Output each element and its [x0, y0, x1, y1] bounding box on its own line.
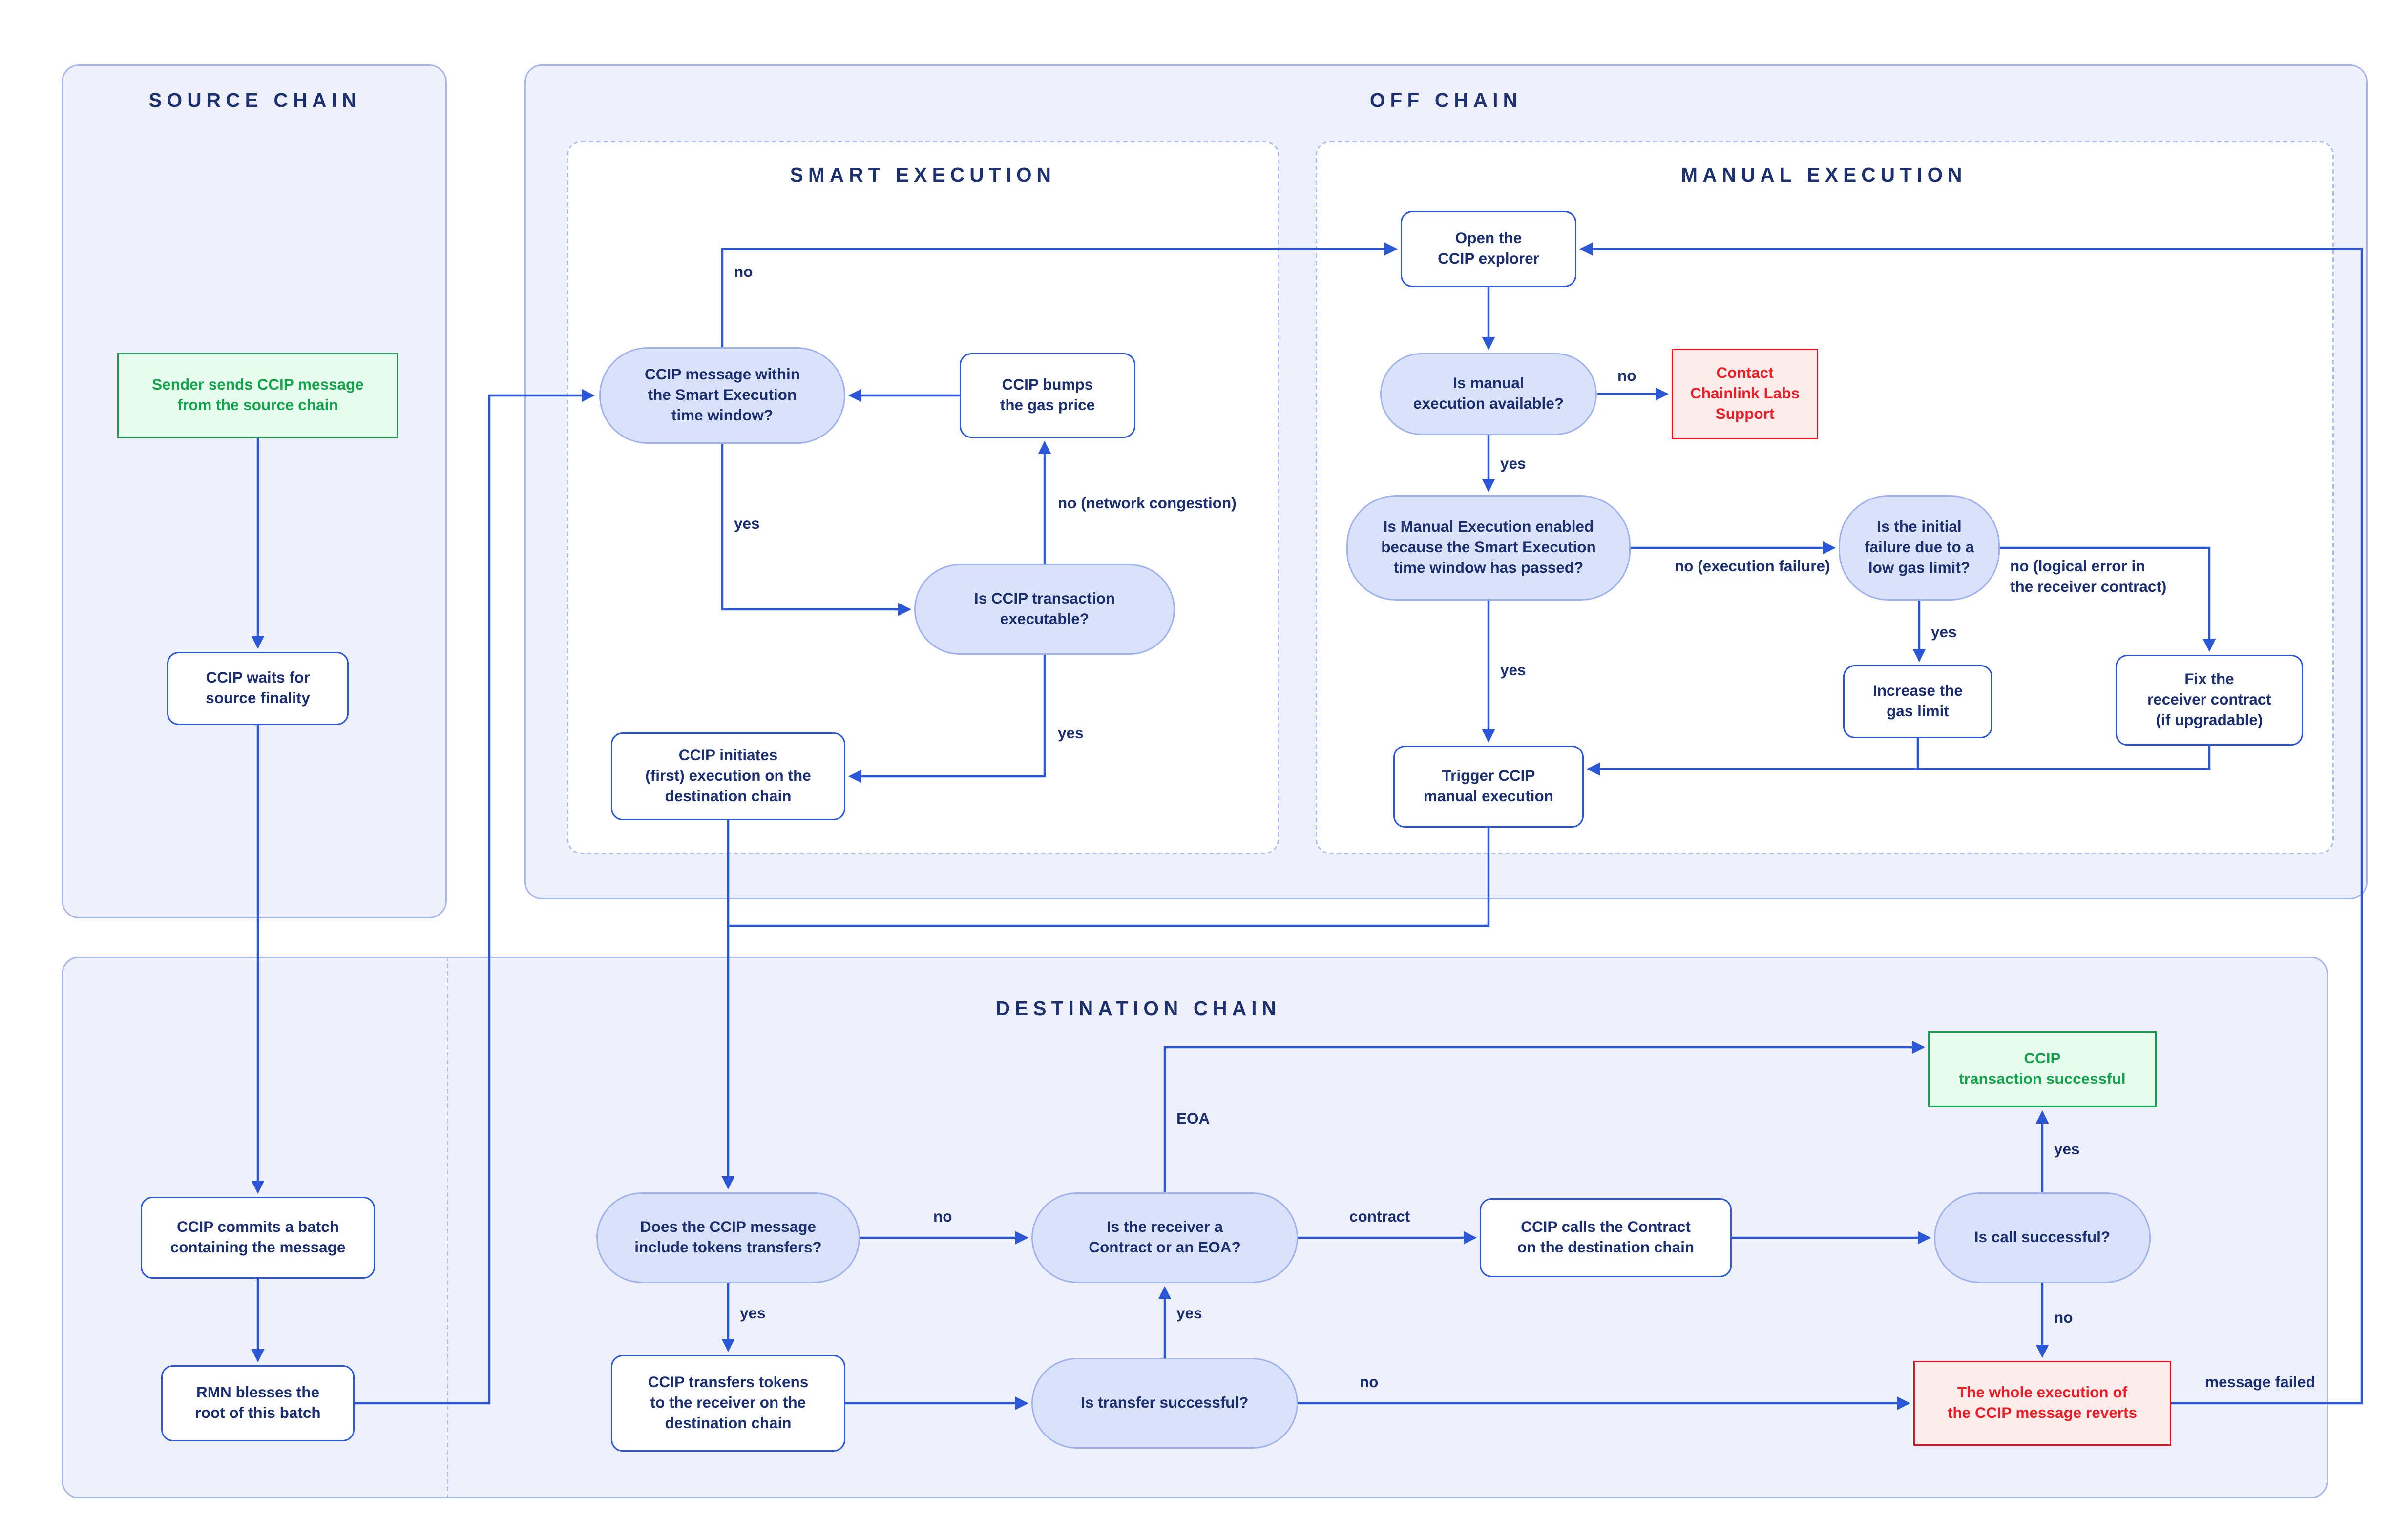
node-sender-sends-message: Sender sends CCIP message from the sourc…	[117, 353, 398, 438]
source-chain-title: SOURCE CHAIN	[148, 89, 361, 111]
decision-manual-execution-available: Is manual execution available?	[1380, 353, 1597, 435]
decision-message-within-window: CCIP message within the Smart Execution …	[599, 347, 845, 444]
node-bumps-gas-price: CCIP bumps the gas price	[960, 353, 1135, 438]
decision-manual-enabled-window-passed: Is Manual Execution enabled because the …	[1346, 495, 1631, 601]
panel-source-chain	[62, 64, 447, 918]
edge-label-window-yes: yes	[734, 516, 760, 533]
node-trigger-manual-execution: Trigger CCIP manual execution	[1393, 746, 1584, 828]
edge-label-network-congestion: no (network congestion)	[1058, 495, 1237, 513]
decision-initial-failure-low-gas: Is the initial failure due to a low gas …	[1839, 495, 2000, 601]
manual-execution-title: MANUAL EXECUTION	[1681, 164, 1967, 186]
node-contact-chainlink-support: Contact Chainlink Labs Support	[1672, 349, 1818, 439]
decision-transaction-executable: Is CCIP transaction executable?	[914, 564, 1175, 655]
decision-call-successful: Is call successful?	[1934, 1192, 2151, 1283]
edge-label-message-failed: message failed	[2205, 1374, 2315, 1392]
edge-label-transfer-no: no	[1360, 1374, 1379, 1392]
node-transfers-tokens: CCIP transfers tokens to the receiver on…	[611, 1355, 845, 1452]
edge-label-available-yes: yes	[1500, 456, 1526, 473]
edge-label-executable-yes: yes	[1058, 725, 1084, 743]
edge-label-lowgas-yes: yes	[1931, 624, 1957, 642]
edge-label-execution-failure: no (execution failure)	[1675, 558, 1830, 576]
edge-label-available-no: no	[1617, 368, 1636, 385]
source-column-divider	[447, 957, 448, 1498]
edge-label-call-no: no	[2054, 1310, 2073, 1327]
edge-label-eoa: EOA	[1176, 1110, 1210, 1128]
node-calls-contract: CCIP calls the Contract on the destinati…	[1480, 1198, 1732, 1277]
node-rmn-blesses-root: RMN blesses the root of this batch	[161, 1365, 355, 1441]
node-initiates-execution: CCIP initiates (first) execution on the …	[611, 732, 845, 820]
edge-label-contract: contract	[1349, 1208, 1410, 1226]
node-execution-reverts: The whole execution of the CCIP message …	[1913, 1361, 2171, 1446]
edge-label-tokens-yes: yes	[740, 1305, 766, 1323]
decision-receiver-contract-or-eoa: Is the receiver a Contract or an EOA?	[1031, 1192, 1298, 1283]
node-increase-gas-limit: Increase the gas limit	[1843, 665, 1992, 738]
decision-includes-token-transfers: Does the CCIP message include tokens tra…	[596, 1192, 860, 1283]
node-waits-source-finality: CCIP waits for source finality	[167, 652, 349, 725]
edge-label-window-no: no	[734, 264, 753, 281]
smart-execution-title: SMART EXECUTION	[790, 164, 1056, 186]
edge-label-enabled-yes: yes	[1500, 662, 1526, 680]
edge-label-transfer-yes: yes	[1176, 1305, 1202, 1323]
node-transaction-successful: CCIP transaction successful	[1928, 1031, 2157, 1107]
node-open-ccip-explorer: Open the CCIP explorer	[1401, 211, 1576, 287]
decision-transfer-successful: Is transfer successful?	[1031, 1358, 1298, 1449]
edge-label-call-yes: yes	[2054, 1141, 2080, 1159]
off-chain-title: OFF CHAIN	[1369, 89, 1523, 111]
edge-label-logical-error: no (logical error in the receiver contra…	[2010, 558, 2167, 596]
edge-label-tokens-no: no	[933, 1208, 952, 1226]
node-commits-batch: CCIP commits a batch containing the mess…	[141, 1197, 375, 1279]
node-fix-receiver-contract: Fix the receiver contract (if upgradable…	[2116, 655, 2303, 746]
destination-chain-title: DESTINATION CHAIN	[995, 998, 1281, 1020]
